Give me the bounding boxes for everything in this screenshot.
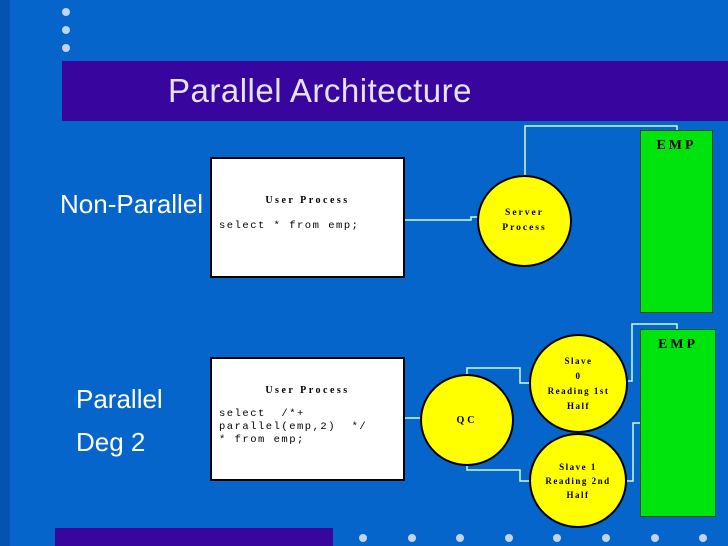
sql-code-line1: select /*+ [219,408,305,420]
top-dot-column [62,8,70,52]
decorative-dot [62,44,70,52]
connector-box1-to-server [405,216,478,221]
emp-table-label: EMP [656,138,697,153]
decorative-dot [62,8,70,16]
emp-table-label: EMP [657,337,699,352]
slave0-circle: Slave 0 Reading 1st Half [529,334,628,433]
slide-title: Parallel Architecture [168,72,472,109]
qc-label: QC [456,414,478,426]
connector-slave0-to-emp2 [627,323,678,382]
label-non-parallel: Non-Parallel [60,189,204,219]
user-process-box-parallel: User Process select /*+parallel(emp,2) *… [210,357,405,481]
slave0-label-line2: 0 [575,370,582,381]
decorative-dot [359,534,367,542]
sql-code: select /*+parallel(emp,2) */* from emp; [219,408,367,447]
connector-slave1-to-emp2 [627,422,641,482]
sql-code-line3: * from emp; [219,434,305,446]
slave1-label-line2: Reading 2nd [545,475,611,486]
left-accent-stripe [0,0,10,546]
slave0-label-line3: Reading 1st [547,385,610,396]
slave1-circle: Slave 1 Reading 2nd Half [529,433,627,528]
label-parallel: Parallel [76,384,163,414]
decorative-dot [407,534,416,542]
server-process-circle: Server Process [477,175,572,267]
decorative-dot [504,534,513,542]
sql-code: select * from emp; [219,220,360,232]
slave0-label-line1: Slave [564,355,593,366]
title-bar: Parallel Architecture [62,61,728,121]
slave1-label-line1: Slave 1 [559,461,597,472]
decorative-dot [62,26,70,34]
emp-table-parallel: EMP [640,329,716,517]
server-process-label-line1: Server [505,208,544,218]
connector-qc-to-slave1 [466,464,531,482]
qc-circle: QC [420,374,514,466]
bottom-accent-bar [55,528,333,546]
user-process-title: User Process [265,195,350,206]
slave1-label-line3: Half [566,489,590,500]
user-process-box-nonparallel: User Process select * from emp; [210,157,405,278]
connector-server-to-emp1 [524,125,678,178]
decorative-dot [699,534,708,542]
server-process-label-line2: Process [502,223,547,233]
connector-qc-to-slave0 [466,367,531,384]
decorative-dot [456,534,465,542]
sql-code-line2: parallel(emp,2) */ [219,421,368,433]
decorative-dot [553,534,562,542]
emp-table-nonparallel: EMP [640,130,713,313]
decorative-dot [601,534,610,542]
label-deg-2: Deg 2 [76,427,146,457]
slave0-label-line4: Half [567,400,590,411]
bottom-dot-row [359,534,708,542]
decorative-dot [650,534,659,542]
user-process-title: User Process [265,385,350,396]
